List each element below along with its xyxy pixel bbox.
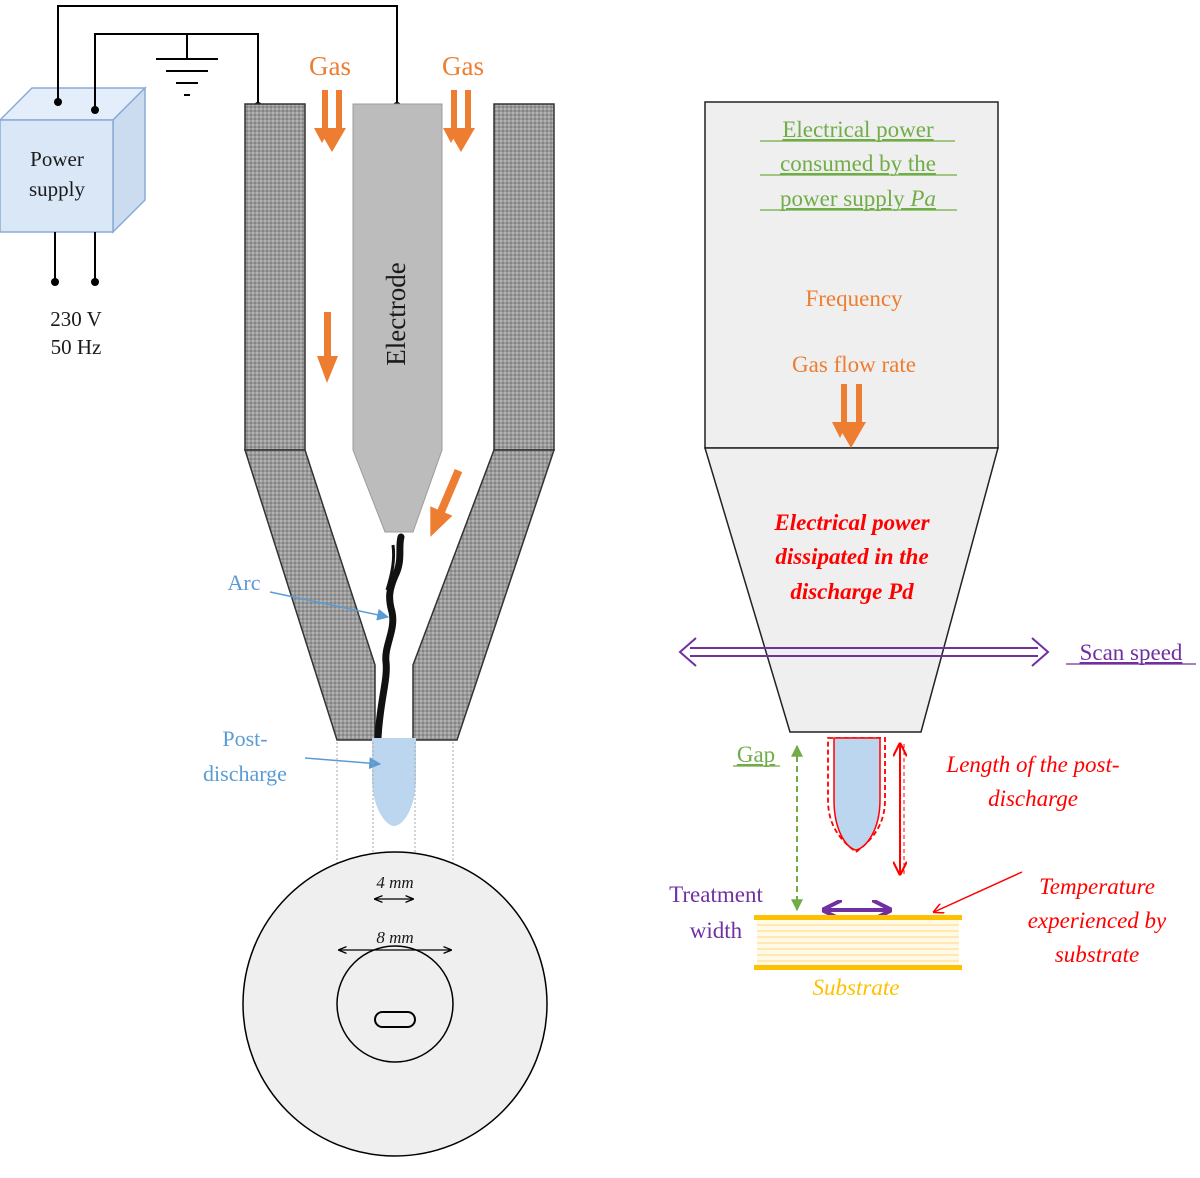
- post-discharge-plume: [372, 738, 416, 826]
- post-discharge-label-line2: discharge: [203, 761, 287, 786]
- power-supply-label-line1: Power: [30, 147, 84, 171]
- post-discharge-length-line2: discharge: [988, 786, 1078, 811]
- power-consumed-line2: consumed by the: [780, 151, 936, 176]
- gas-cone-arrow: [430, 468, 463, 537]
- temperature-line1: Temperature: [1039, 874, 1155, 899]
- gas-label-left: Gas: [309, 51, 351, 81]
- mains-voltage: 230 V: [50, 307, 102, 331]
- nozzle-bottom-view-inner: [336, 945, 454, 1063]
- treatment-width-line1: Treatment: [669, 882, 763, 907]
- ground-icon: [156, 58, 218, 96]
- scan-speed-arrow: [678, 637, 1050, 667]
- gas-channel-arrow: [317, 312, 338, 383]
- mains-frequency: 50 Hz: [51, 335, 102, 359]
- gas-flow-rate-label: Gas flow rate: [792, 352, 916, 377]
- gas-inlet-arrow-left: [314, 90, 346, 152]
- gas-inlet-arrow-right: [443, 90, 475, 152]
- gap-label: Gap: [737, 742, 775, 767]
- power-supply-label-line2: supply: [29, 177, 86, 201]
- post-discharge-outline-dashed: [827, 737, 886, 854]
- substrate-label: Substrate: [813, 975, 900, 1000]
- dissipated-power-line1: Electrical power: [773, 510, 930, 535]
- power-consumed-line3: power supply Pa: [780, 186, 936, 211]
- frequency-label: Frequency: [805, 286, 903, 311]
- dimension-8mm-label: 8 mm: [376, 928, 413, 947]
- gas-flow-rate-arrow: [832, 384, 866, 448]
- treatment-width-line2: width: [690, 918, 743, 943]
- power-consumed-line1: Electrical power: [782, 117, 934, 142]
- nozzle-slot: [374, 1011, 416, 1028]
- gas-label-right: Gas: [442, 51, 484, 81]
- post-discharge-plume-right: [833, 737, 881, 851]
- arc-pointer: [269, 591, 390, 621]
- arc-discharge: [374, 533, 405, 742]
- dissipated-power-line3: discharge Pd: [790, 579, 914, 604]
- post-discharge-length-line1: Length of the post-: [945, 752, 1119, 777]
- power-supply-box: [0, 86, 147, 234]
- post-discharge-pointer: [304, 757, 382, 770]
- arc-label: Arc: [228, 570, 261, 595]
- nozzle-body: [243, 103, 556, 741]
- temperature-line2: experienced by: [1028, 908, 1167, 933]
- dissipated-power-line2: dissipated in the: [775, 544, 928, 569]
- electrode-shape: [352, 103, 443, 533]
- temperature-line3: substrate: [1055, 942, 1139, 967]
- wiring: [54, 5, 398, 281]
- gas-flow-arrows: [314, 90, 475, 537]
- scan-speed-label: Scan speed: [1080, 640, 1183, 665]
- substrate-block: [754, 915, 962, 970]
- dimension-4mm-label: 4 mm: [376, 873, 413, 892]
- temperature-pointer: [934, 871, 1023, 912]
- electrode-label: Electrode: [381, 262, 411, 365]
- post-discharge-label-line1: Post-: [222, 726, 267, 751]
- torch-lower-cone: [703, 447, 999, 733]
